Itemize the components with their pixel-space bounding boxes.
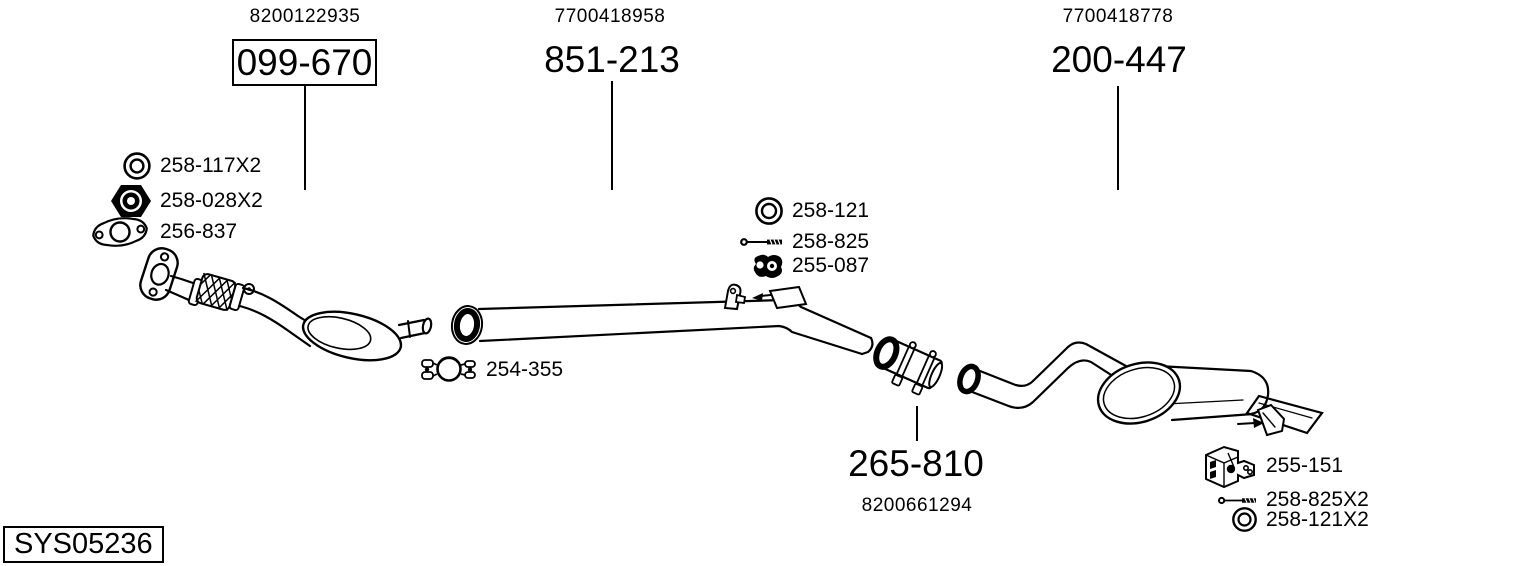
bolt-icon bbox=[1180, 495, 1258, 506]
silencer-body bbox=[1096, 361, 1182, 425]
fitting-row: 258-117X2 bbox=[84, 150, 261, 182]
oe-number-front: 8200122935 bbox=[249, 6, 361, 27]
connector-sleeve-drawing bbox=[873, 336, 944, 396]
fitting-row: 258-825X2 bbox=[1180, 488, 1369, 511]
fitting-row: 255-087 bbox=[700, 252, 869, 280]
washer-icon bbox=[84, 151, 152, 181]
part-number-label: 258-121X2 bbox=[1266, 507, 1369, 531]
part-number-label: 258-825 bbox=[792, 230, 870, 253]
part-number-connector: 265-810 bbox=[848, 443, 984, 484]
drawing-code: SYS05236 bbox=[3, 526, 164, 563]
front-pipe-drawing bbox=[139, 247, 433, 362]
pipe-open-end bbox=[450, 305, 484, 345]
fitting-row: 258-825 bbox=[700, 230, 870, 253]
part-number-label: 258-028X2 bbox=[160, 189, 263, 212]
oe-number-connector: 8200661294 bbox=[861, 495, 973, 516]
center-pipe-drawing bbox=[450, 283, 874, 356]
ring-gasket-icon bbox=[1180, 506, 1258, 533]
inlet-flange bbox=[139, 247, 179, 301]
nut-icon bbox=[84, 183, 152, 219]
pipe-clamp-icon bbox=[400, 351, 478, 389]
hanger-bracket-icon bbox=[1180, 443, 1258, 490]
fitting-row: 258-121 bbox=[700, 196, 869, 226]
part-number-center: 851-213 bbox=[544, 39, 680, 80]
pipe-open-end bbox=[957, 363, 981, 395]
fitting-row: 258-028X2 bbox=[84, 183, 263, 219]
part-number-rear: 200-447 bbox=[1051, 39, 1187, 80]
part-number-label: 258-117X2 bbox=[160, 154, 262, 177]
flange-gasket-icon bbox=[84, 215, 152, 249]
ring-gasket-icon bbox=[700, 196, 784, 226]
part-number-label: 258-121 bbox=[792, 199, 870, 222]
part-number-label: 256-837 bbox=[160, 220, 238, 243]
mount-pointer bbox=[752, 285, 808, 310]
rear-silencer-drawing bbox=[957, 341, 1324, 437]
rubber-mount-icon bbox=[700, 252, 784, 280]
fitting-row: 258-121X2 bbox=[1180, 506, 1369, 533]
fitting-row: 254-355 bbox=[400, 351, 563, 389]
part-number-label: 258-825X2 bbox=[1266, 488, 1369, 511]
leader-lines bbox=[304, 81, 1119, 441]
part-number-label: 255-087 bbox=[792, 254, 870, 277]
fitting-row: 255-151 bbox=[1180, 442, 1343, 490]
part-number-label: 255-151 bbox=[1266, 454, 1344, 477]
bolt-icon bbox=[700, 236, 784, 248]
pipe-hanger-hook bbox=[723, 283, 747, 311]
oe-number-rear: 7700418778 bbox=[1062, 6, 1174, 27]
flex-braid bbox=[194, 272, 237, 312]
hanger-pin-pointer bbox=[1237, 403, 1286, 437]
oe-number-center: 7700418958 bbox=[554, 6, 666, 27]
catalytic-converter bbox=[301, 310, 403, 362]
part-number-label: 254-355 bbox=[486, 358, 564, 381]
fitting-row: 256-837 bbox=[84, 215, 237, 249]
part-number-front: 099-670 bbox=[232, 39, 377, 86]
